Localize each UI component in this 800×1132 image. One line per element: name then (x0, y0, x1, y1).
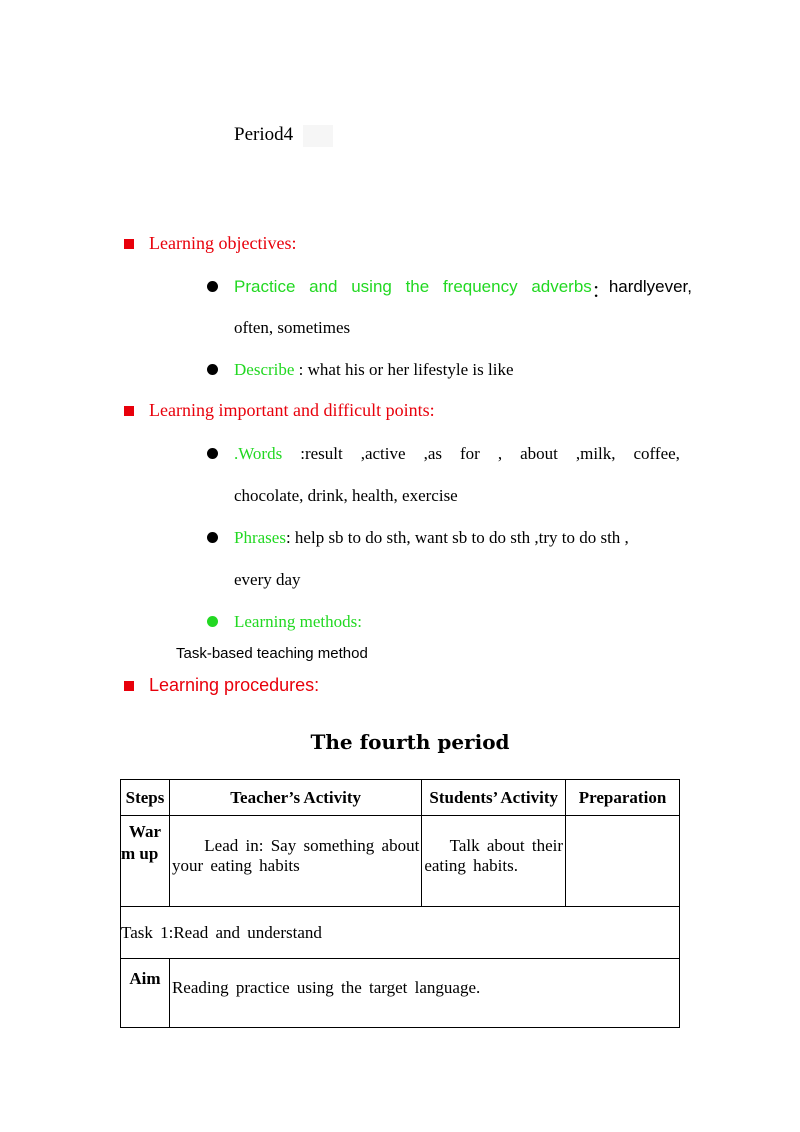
cell-steps: War m up (120, 815, 170, 907)
words-line: .Words :result ,active ,as for , about ,… (234, 444, 680, 464)
objective-continuation: often, sometimes (234, 318, 351, 337)
red-square-bullet (124, 406, 134, 416)
step-line: War (128, 822, 162, 841)
header-steps: Steps (120, 779, 170, 816)
objective-item-describe: Describe : what his or her lifestyle is … (234, 360, 514, 379)
students-line: eating habits. (424, 856, 518, 875)
table-header-row: Steps Teacher’s Activity Students’ Activ… (120, 779, 680, 816)
word: ,as (423, 444, 442, 463)
word: coffee, (633, 444, 680, 463)
procedures-heading: Learning procedures: (149, 675, 320, 695)
table-row: Aim Reading practice using the target la… (120, 958, 681, 1028)
word-ever: ever, (655, 277, 692, 296)
bullet-dot (207, 364, 218, 375)
teacher-line: Lead in: Say something about (204, 836, 420, 855)
table-row: Task 1:Read and understand (120, 906, 680, 959)
cell-preparation (565, 815, 680, 907)
header-preparation: Preparation (565, 779, 680, 816)
bullet-dot (207, 616, 218, 627)
methods-label: Learning methods: (234, 612, 362, 631)
teacher-line: your eating habits (171, 856, 300, 875)
word: ,milk, (575, 444, 616, 463)
cell-aim-label: Aim (120, 958, 170, 1028)
word: ,active (360, 444, 406, 463)
methods-text: Task-based teaching method (176, 645, 368, 662)
objectives-heading: Learning objectives: (149, 233, 297, 253)
word: :result (300, 444, 343, 463)
word: about (520, 444, 558, 463)
faint-mark (303, 124, 334, 147)
lesson-table: Steps Teacher’s Activity Students’ Activ… (120, 779, 681, 1028)
objective-colon: ： (591, 282, 609, 301)
step-line: m up (121, 844, 159, 863)
table-row: War m up Lead in: Say something about yo… (120, 815, 680, 907)
students-line: Talk about their (449, 836, 564, 855)
points-heading: Learning important and difficult points: (149, 400, 435, 420)
phrases-line: Phrases: help sb to do sth, want sb to d… (234, 528, 629, 547)
red-square-bullet (124, 239, 134, 249)
cell-task1: Task 1:Read and understand (120, 906, 680, 959)
red-square-bullet (124, 681, 134, 691)
word: for (459, 444, 480, 463)
bullet-dot (207, 281, 218, 292)
cell-students: Talk about their eating habits. (421, 815, 567, 907)
bullet-dot (207, 532, 218, 543)
header-teacher: Teacher’s Activity (168, 779, 423, 816)
words-continuation: chocolate, drink, health, exercise (234, 486, 458, 505)
table-title: The fourth period (310, 730, 510, 754)
header-students: Students’ Activity (421, 779, 567, 816)
cell-aim-text: Reading practice using the target langua… (168, 958, 681, 1028)
page-title: Period4 (234, 124, 334, 147)
objective-item-frequency: Practice and using the frequency adverbs… (234, 277, 692, 302)
word: , (497, 444, 503, 463)
words-label: .Words (234, 444, 283, 463)
bullet-dot (207, 448, 218, 459)
cell-teacher: Lead in: Say something about your eating… (168, 815, 423, 907)
objective-label: Practice and using the frequency adverbs (234, 277, 592, 296)
word-hardly: hardly (608, 277, 656, 296)
phrases-continuation: every day (234, 570, 301, 589)
